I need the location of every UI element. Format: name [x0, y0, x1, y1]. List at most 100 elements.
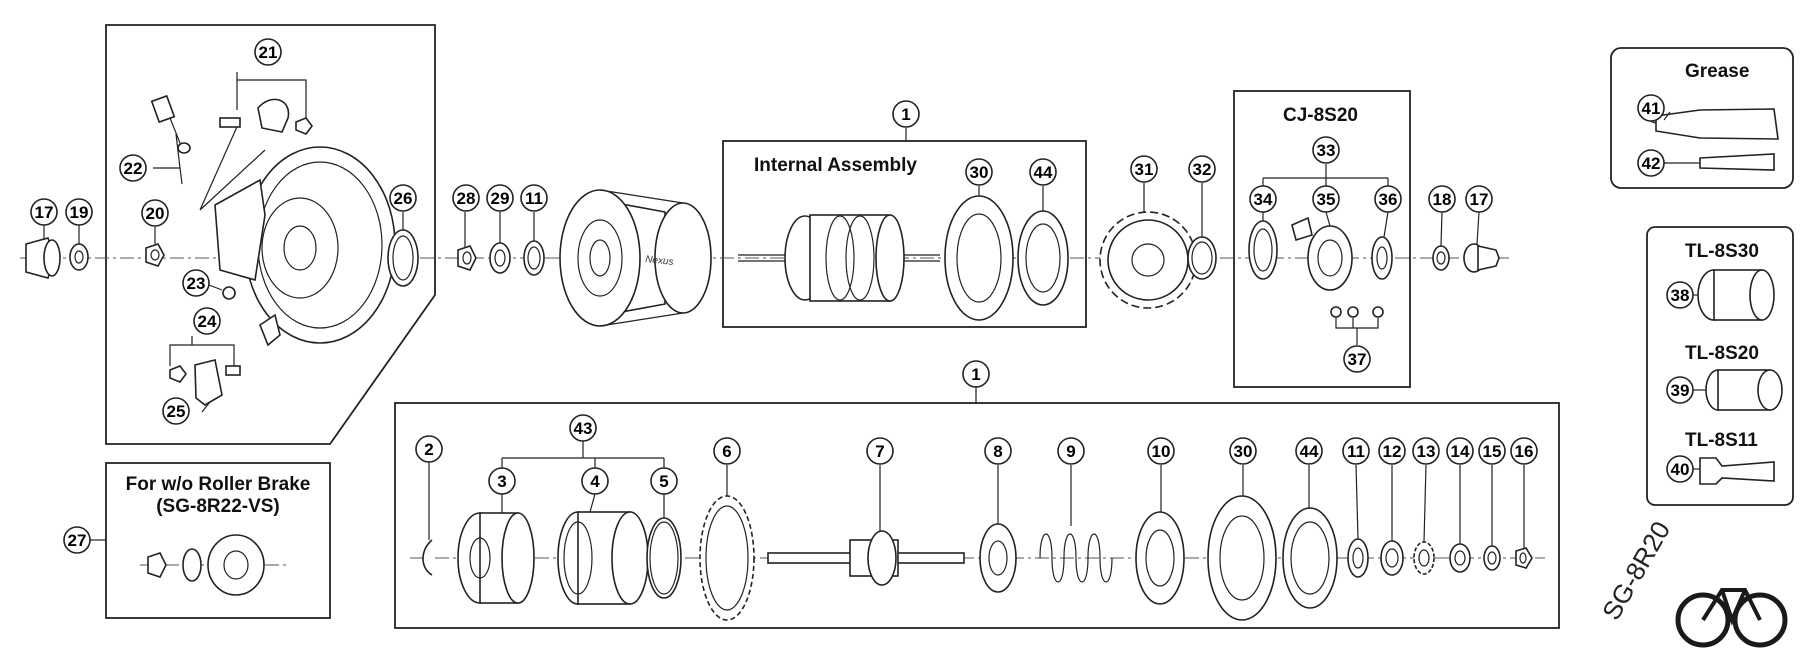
- callout-41: 41: [1637, 94, 1665, 122]
- tl-8s30-title: TL-8S30: [1685, 241, 1759, 262]
- bicycle-icon: [1675, 588, 1788, 648]
- part-dust-cap-30b: [1207, 495, 1277, 621]
- callout-5: 5: [650, 467, 678, 495]
- svg-text:27: 27: [68, 531, 87, 550]
- part-seal-34: [1248, 220, 1278, 280]
- callout-3: 3: [488, 467, 516, 495]
- callout-1-top: 1: [892, 100, 920, 128]
- tools-box: [1646, 226, 1794, 506]
- svg-text:36: 36: [1379, 190, 1398, 209]
- no-roller-brake-line2: (SG-8R22-VS): [156, 496, 280, 517]
- part-seal-44: [1017, 210, 1069, 306]
- callout-27: 27: [63, 526, 91, 554]
- no-roller-brake-title: For w/o Roller Brake (SG-8R22-VS): [118, 474, 318, 518]
- svg-text:1: 1: [901, 105, 910, 124]
- part-lock-washer-11b: [1347, 538, 1369, 578]
- svg-text:10: 10: [1152, 442, 1171, 461]
- part-bracket-24-25: [169, 313, 281, 406]
- callout-25: 25: [162, 397, 190, 425]
- part-seal-44b: [1282, 507, 1338, 609]
- part-sprocket-31: [1099, 211, 1197, 309]
- callout-17-right: 17: [1465, 185, 1493, 213]
- callout-42: 42: [1637, 149, 1665, 177]
- part-grease-nipple-23: [222, 286, 236, 300]
- svg-text:38: 38: [1671, 286, 1690, 305]
- part-spring-9: [1039, 533, 1113, 583]
- part-hub-shell: [559, 189, 712, 327]
- svg-text:43: 43: [574, 419, 593, 438]
- callout-44-bottom: 44: [1295, 437, 1323, 465]
- svg-text:30: 30: [970, 163, 989, 182]
- svg-text:12: 12: [1383, 442, 1402, 461]
- part-bearing-6: [699, 495, 755, 621]
- callout-35: 35: [1312, 185, 1340, 213]
- tl-8s20-title: TL-8S20: [1685, 343, 1759, 364]
- callout-43: 43: [569, 414, 597, 442]
- callout-30-bottom: 30: [1229, 437, 1257, 465]
- internal-assembly-title: Internal Assembly: [754, 155, 917, 176]
- tl-8s11-title: TL-8S11: [1685, 430, 1758, 451]
- callout-7: 7: [866, 437, 894, 465]
- part-tool-38: [1697, 269, 1775, 321]
- callout-6: 6: [713, 437, 741, 465]
- part-clip-2: [422, 539, 433, 576]
- callout-17-left: 17: [30, 198, 58, 226]
- svg-text:31: 31: [1135, 160, 1154, 179]
- callout-34: 34: [1249, 185, 1277, 213]
- callout-21: 21: [254, 38, 282, 66]
- part-grease-tube-42: [1662, 153, 1775, 171]
- part-planet-gear-3: [457, 512, 535, 604]
- callout-4: 4: [581, 467, 609, 495]
- part-bolt-22: [150, 94, 191, 154]
- callout-9: 9: [1057, 437, 1085, 465]
- part-cone-14: [1449, 543, 1471, 573]
- svg-text:20: 20: [146, 204, 165, 223]
- svg-text:39: 39: [1671, 381, 1690, 400]
- grease-title: Grease: [1685, 61, 1750, 82]
- callout-32: 32: [1188, 155, 1216, 183]
- callout-1-bottom: 1: [962, 360, 990, 388]
- svg-text:15: 15: [1483, 442, 1502, 461]
- callout-10: 10: [1147, 437, 1175, 465]
- svg-text:41: 41: [1642, 99, 1661, 118]
- part-nut-20: [145, 243, 165, 267]
- svg-text:7: 7: [875, 442, 884, 461]
- svg-text:22: 22: [124, 159, 143, 178]
- part-internal-assembly: [738, 214, 940, 302]
- part-washer-13: [1413, 541, 1435, 575]
- internal-exploded-box: [394, 402, 1560, 629]
- part-screws-37: [1330, 306, 1384, 318]
- callout-16: 16: [1510, 437, 1538, 465]
- roller-brake-box: [105, 24, 436, 445]
- part-o-ring-26: [387, 229, 419, 287]
- svg-text:9: 9: [1066, 442, 1075, 461]
- leader-lines: [43, 72, 1706, 548]
- svg-text:3: 3: [497, 472, 506, 491]
- part-washer-15: [1483, 545, 1501, 571]
- callout-2: 2: [415, 435, 443, 463]
- svg-text:17: 17: [1470, 190, 1489, 209]
- callout-15: 15: [1478, 437, 1506, 465]
- svg-text:4: 4: [590, 472, 600, 491]
- callout-13: 13: [1412, 437, 1440, 465]
- hub-brand-text: Nexus: [645, 254, 674, 268]
- callout-36: 36: [1374, 185, 1402, 213]
- callout-11-bottom: 11: [1342, 437, 1370, 465]
- callout-26: 26: [389, 184, 417, 212]
- svg-text:26: 26: [394, 189, 413, 208]
- part-grease-tube-41: [1643, 97, 1779, 140]
- part-ratchet-8: [979, 523, 1017, 593]
- part-cone-29: [489, 242, 511, 274]
- svg-text:35: 35: [1317, 190, 1336, 209]
- part-ring-12: [1380, 540, 1404, 576]
- svg-text:44: 44: [1300, 442, 1319, 461]
- part-nut-28: [457, 245, 477, 271]
- callout-40: 40: [1666, 455, 1694, 483]
- svg-text:32: 32: [1193, 160, 1212, 179]
- part-axle-nut-17b: [1463, 243, 1500, 273]
- callout-20: 20: [141, 199, 169, 227]
- callout-38: 38: [1666, 281, 1694, 309]
- svg-text:23: 23: [187, 274, 206, 293]
- part-washer-18: [1432, 245, 1450, 271]
- svg-text:19: 19: [70, 203, 89, 222]
